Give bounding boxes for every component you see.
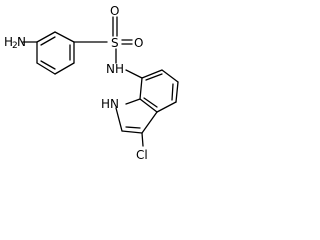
sulfur-label: S bbox=[111, 36, 119, 50]
chemical-structure-diagram: H 2 N S O O NH HN Cl bbox=[4, 4, 179, 162]
nitrogen-indole-bond bbox=[125, 69, 143, 79]
indole-benzene-ring bbox=[139, 69, 179, 113]
nh-linker-label: NH bbox=[106, 62, 124, 76]
chlorine-label: Cl bbox=[136, 148, 148, 162]
oxygen-top-label: O bbox=[110, 4, 119, 18]
chlorine-bond bbox=[141, 132, 144, 147]
benzene-ring bbox=[36, 31, 75, 75]
indole-pyrrole-ring bbox=[115, 98, 158, 134]
sulfonyl-top-double-bond bbox=[112, 16, 118, 37]
amine-hydrogen-count-label: 2 bbox=[12, 41, 18, 51]
amine-nitrogen-label: N bbox=[17, 35, 26, 49]
sulfonyl-right-double-bond bbox=[121, 39, 133, 45]
indole-nh-label: HN bbox=[101, 97, 119, 111]
oxygen-right-label: O bbox=[134, 36, 143, 50]
amine-hydrogen-label: H bbox=[4, 35, 13, 49]
